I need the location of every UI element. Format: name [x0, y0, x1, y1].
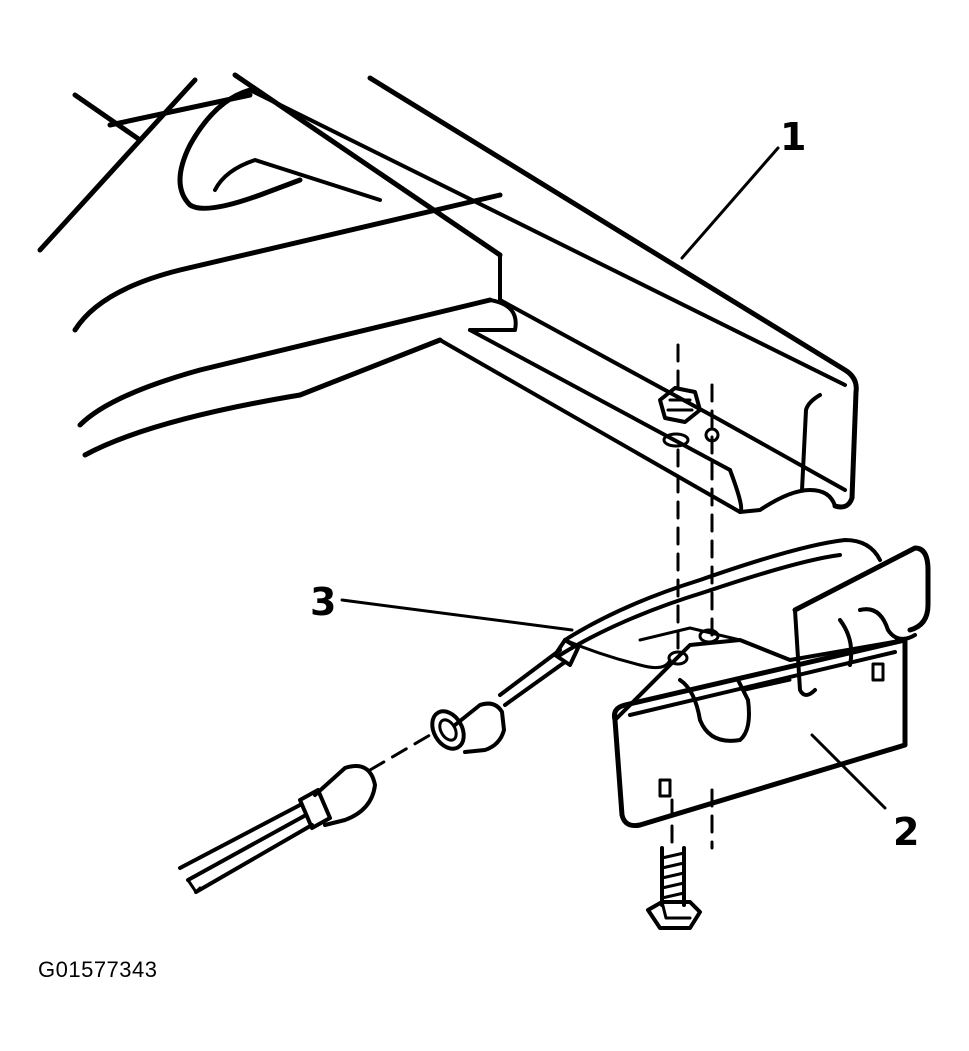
callout-3: 3: [310, 580, 336, 624]
bolt: [646, 846, 702, 930]
figure-id: G01577343: [38, 957, 158, 982]
wiring-harness: [178, 538, 882, 894]
frame-crossmember: [37, 72, 859, 514]
leader-lines: [340, 146, 887, 810]
callout-2: 2: [893, 810, 919, 854]
mounting-bracket: [612, 545, 931, 828]
callout-1: 1: [780, 115, 806, 159]
alignment-lines: [368, 343, 714, 850]
